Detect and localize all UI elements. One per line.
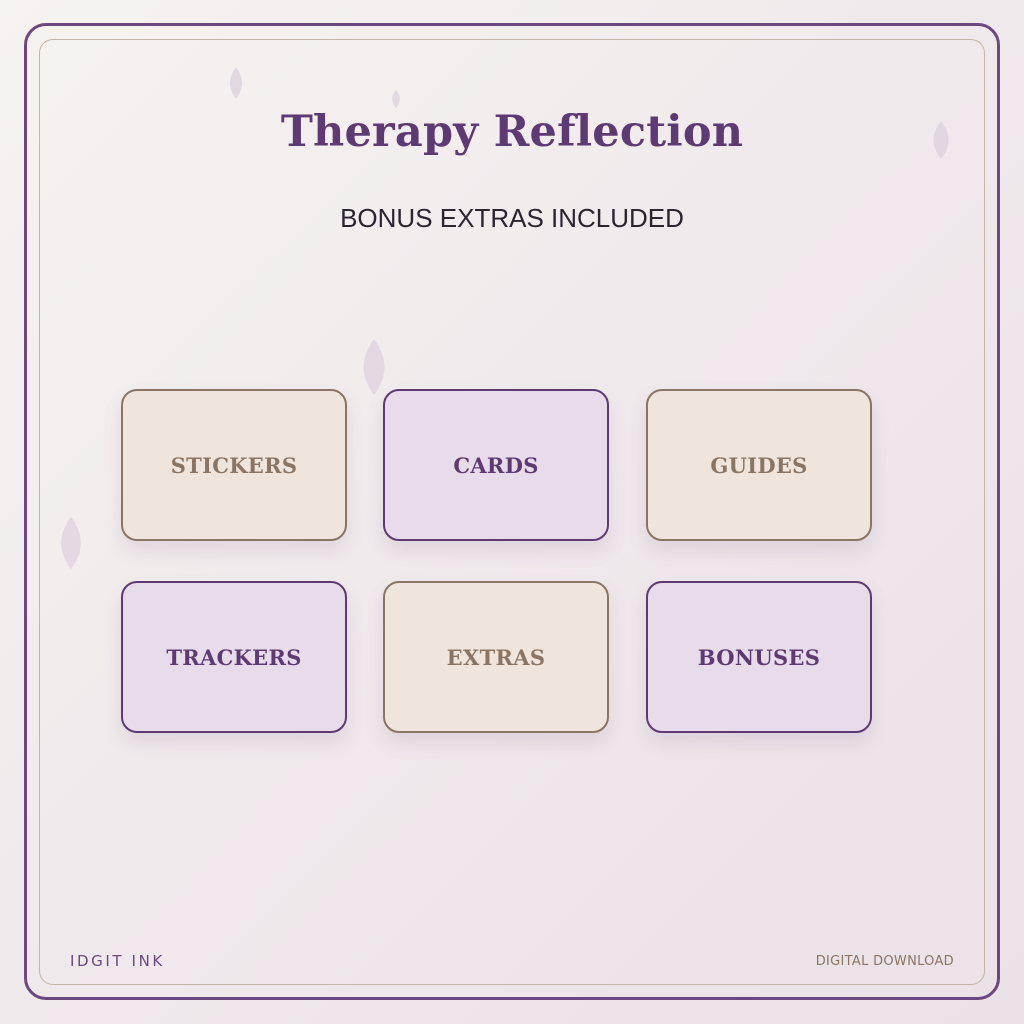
inner-frame <box>39 39 985 985</box>
card-label: CARDS <box>453 452 539 478</box>
card-label: EXTRAS <box>446 644 546 670</box>
page-subtitle: BONUS EXTRAS INCLUDED <box>340 203 684 233</box>
page-title: Therapy Reflection <box>280 107 744 157</box>
card-extras[interactable]: EXTRAS <box>383 581 609 733</box>
card-stickers[interactable]: STICKERS <box>121 389 347 541</box>
card-cards[interactable]: CARDS <box>383 389 609 541</box>
card-guides[interactable]: GUIDES <box>646 389 872 541</box>
card-label: GUIDES <box>710 452 808 478</box>
card-trackers[interactable]: TRACKERS <box>121 581 347 733</box>
card-label: STICKERS <box>170 452 298 478</box>
card-label: BONUSES <box>697 644 821 670</box>
digital-download-tag: DIGITAL DOWNLOAD <box>815 954 954 969</box>
card-label: TRACKERS <box>166 644 302 670</box>
extras-grid: STICKERS CARDS GUIDES TRACKERS EXTRAS BO… <box>121 389 872 734</box>
card-bonuses[interactable]: BONUSES <box>646 581 872 733</box>
brand-name: IDGIT INK <box>70 952 165 970</box>
outer-frame <box>24 23 1000 1000</box>
